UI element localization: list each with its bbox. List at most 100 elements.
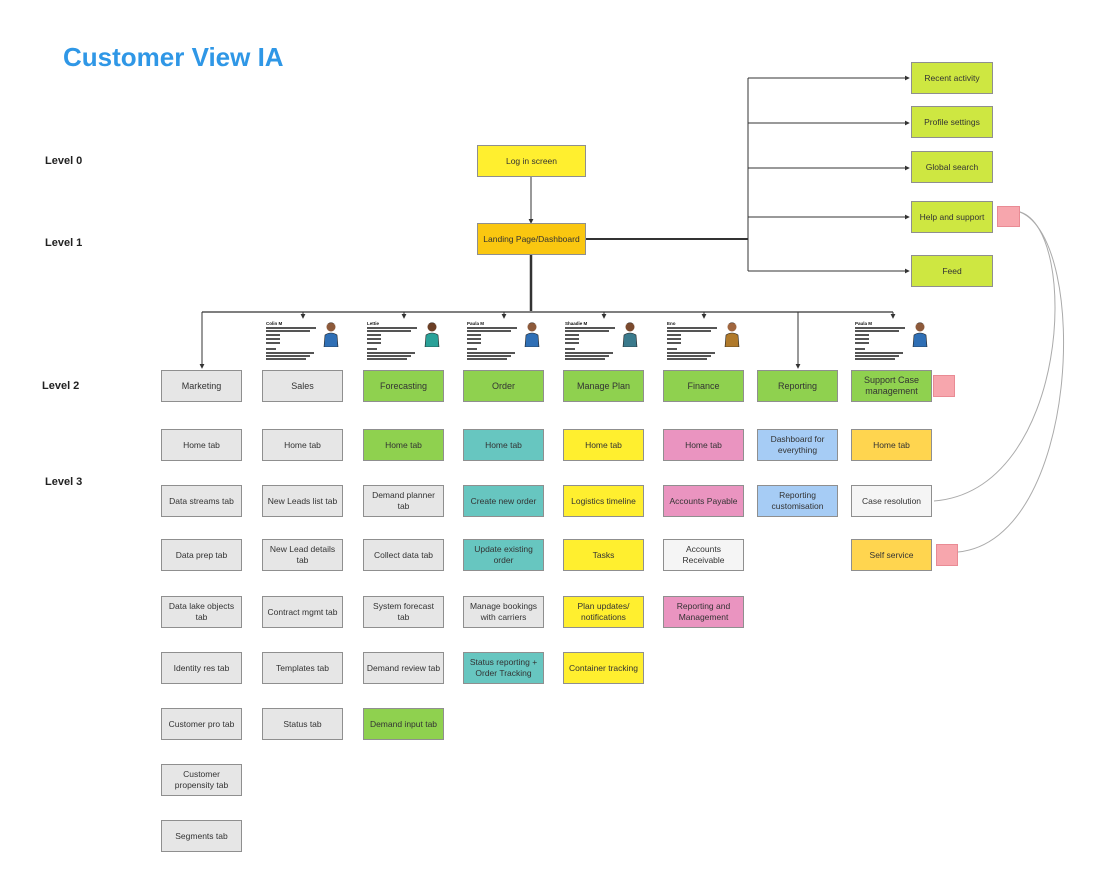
support-case-management-tab-node[interactable]: Self service — [851, 539, 932, 571]
level-1-label: Level 1 — [45, 237, 83, 249]
persona-detail-line — [467, 342, 481, 344]
finance-tab-node[interactable]: Reporting and Management — [663, 596, 744, 628]
login-screen-node[interactable]: Log in screen — [477, 145, 586, 177]
marketing-tab-node[interactable]: Data streams tab — [161, 485, 242, 517]
persona-name: Eno — [667, 321, 676, 326]
persona-name: Shaadie M — [565, 321, 588, 326]
self-service-sticky-note — [936, 544, 958, 566]
persona-detail-line — [855, 327, 905, 329]
persona-detail-line — [367, 355, 411, 357]
marketing-tab-node[interactable]: Customer pro tab — [161, 708, 242, 740]
l2-marketing-node[interactable]: Marketing — [161, 370, 242, 402]
marketing-tab-node[interactable]: Identity res tab — [161, 652, 242, 684]
sales-tab-node[interactable]: Contract mgmt tab — [262, 596, 343, 628]
finance-tab-node[interactable]: Home tab — [663, 429, 744, 461]
marketing-tab-node[interactable]: Home tab — [161, 429, 242, 461]
marketing-tab-node[interactable]: Segments tab — [161, 820, 242, 852]
l2-order-node[interactable]: Order — [463, 370, 544, 402]
manage-plan-tab-node[interactable]: Home tab — [563, 429, 644, 461]
persona-detail-line — [667, 330, 711, 332]
sales-tab-node[interactable]: Status tab — [262, 708, 343, 740]
persona-detail-line — [467, 352, 515, 354]
persona-detail-line — [467, 358, 507, 360]
persona-detail-line — [565, 352, 613, 354]
persona-detail-line — [565, 327, 615, 329]
sales-tab-node[interactable]: Home tab — [262, 429, 343, 461]
order-tab-node[interactable]: Status reporting + Order Tracking — [463, 652, 544, 684]
persona-detail-line — [266, 338, 280, 340]
profile-settings-node[interactable]: Profile settings — [911, 106, 993, 138]
sales-tab-node[interactable]: New Lead details tab — [262, 539, 343, 571]
order-tab-node[interactable]: Create new order — [463, 485, 544, 517]
manage-plan-tab-node[interactable]: Tasks — [563, 539, 644, 571]
manage-plan-tab-node[interactable]: Logistics timeline — [563, 485, 644, 517]
persona-detail-line — [855, 348, 865, 350]
marketing-tab-node[interactable]: Data prep tab — [161, 539, 242, 571]
persona-detail-line — [565, 330, 609, 332]
manage-plan-tab-node[interactable]: Plan updates/ notifications — [563, 596, 644, 628]
persona-detail-line — [667, 342, 681, 344]
persona-detail-line — [467, 330, 511, 332]
support-case-management-tab-node[interactable]: Case resolution — [851, 485, 932, 517]
persona-detail-line — [667, 358, 707, 360]
forecasting-tab-node[interactable]: Demand input tab — [363, 708, 444, 740]
persona-name: Lettie — [367, 321, 380, 326]
reporting-tab-node[interactable]: Reporting customisation — [757, 485, 838, 517]
persona-detail-line — [855, 342, 869, 344]
persona-detail-line — [667, 338, 681, 340]
finance-tab-node[interactable]: Accounts Receivable — [663, 539, 744, 571]
forecasting-tab-node[interactable]: Collect data tab — [363, 539, 444, 571]
persona-detail-line — [367, 348, 377, 350]
persona-detail-line — [467, 355, 511, 357]
l2-forecasting-node[interactable]: Forecasting — [363, 370, 444, 402]
help-support-node[interactable]: Help and support — [911, 201, 993, 233]
page-title: Customer View IA — [63, 42, 284, 72]
persona-name: Paula M — [855, 321, 873, 326]
forecasting-tab-node[interactable]: Demand review tab — [363, 652, 444, 684]
persona-detail-line — [266, 348, 276, 350]
support-case-sticky-note — [933, 375, 955, 397]
order-tab-node[interactable]: Manage bookings with carriers — [463, 596, 544, 628]
persona-detail-line — [855, 334, 869, 336]
persona-detail-line — [367, 334, 381, 336]
landing-dashboard-node[interactable]: Landing Page/Dashboard — [477, 223, 586, 255]
sales-tab-node[interactable]: New Leads list tab — [262, 485, 343, 517]
l2-finance-node[interactable]: Finance — [663, 370, 744, 402]
support-case-management-tab-node[interactable]: Home tab — [851, 429, 932, 461]
order-tab-node[interactable]: Home tab — [463, 429, 544, 461]
l2-sales-node[interactable]: Sales — [262, 370, 343, 402]
order-tab-node[interactable]: Update existing order — [463, 539, 544, 571]
l2-support-case-management-node[interactable]: Support Case management — [851, 370, 932, 402]
manage-plan-tab-node[interactable]: Container tracking — [563, 652, 644, 684]
reporting-tab-node[interactable]: Dashboard for everything — [757, 429, 838, 461]
persona-detail-line — [667, 352, 715, 354]
feed-node[interactable]: Feed — [911, 255, 993, 287]
finance-tab-node[interactable]: Accounts Payable — [663, 485, 744, 517]
l2-manage-plan-node[interactable]: Manage Plan — [563, 370, 644, 402]
persona-card: Paula M — [855, 321, 929, 363]
persona-detail-line — [367, 330, 411, 332]
level-3-label: Level 3 — [45, 476, 83, 488]
persona-detail-line — [367, 358, 407, 360]
sales-tab-node[interactable]: Templates tab — [262, 652, 343, 684]
person-illustration-icon — [622, 322, 638, 347]
persona-detail-line — [855, 355, 899, 357]
marketing-tab-node[interactable]: Customer propensity tab — [161, 764, 242, 796]
persona-detail-line — [855, 338, 869, 340]
persona-detail-line — [667, 334, 681, 336]
recent-activity-node[interactable]: Recent activity — [911, 62, 993, 94]
persona-detail-line — [667, 355, 711, 357]
persona-detail-line — [565, 338, 579, 340]
persona-detail-line — [855, 330, 899, 332]
persona-card: Paula M — [467, 321, 541, 363]
marketing-tab-node[interactable]: Data lake objects tab — [161, 596, 242, 628]
persona-detail-line — [855, 352, 903, 354]
persona-detail-line — [367, 352, 415, 354]
persona-detail-line — [266, 334, 280, 336]
l2-reporting-node[interactable]: Reporting — [757, 370, 838, 402]
forecasting-tab-node[interactable]: System forecast tab — [363, 596, 444, 628]
persona-detail-line — [667, 327, 717, 329]
forecasting-tab-node[interactable]: Demand planner tab — [363, 485, 444, 517]
global-search-node[interactable]: Global search — [911, 151, 993, 183]
forecasting-tab-node[interactable]: Home tab — [363, 429, 444, 461]
